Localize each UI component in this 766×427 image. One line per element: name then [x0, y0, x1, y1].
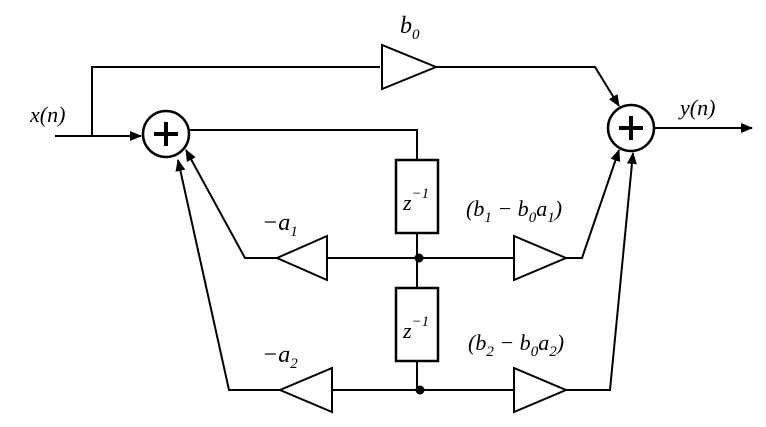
- input-path: [55, 66, 380, 141]
- tap-row-2: [175, 152, 637, 414]
- delay-line-input: [189, 129, 418, 160]
- b0-gain-triangle: [381, 43, 439, 91]
- input-label: x(n): [29, 102, 65, 127]
- delay-label-1: z−1: [402, 186, 429, 215]
- left-adder: [141, 109, 191, 159]
- delay-label-2: z−1: [402, 314, 429, 343]
- b0-label: b0: [400, 13, 420, 43]
- neg-a1-gain-triangle: [274, 234, 328, 282]
- right-adder: [606, 103, 656, 153]
- g2-gain-triangle: [513, 366, 569, 414]
- neg-a2-gain-triangle: [277, 366, 333, 414]
- output-label: y(n): [678, 95, 715, 120]
- g2-label: (b2 − b0a2): [468, 330, 564, 360]
- neg-a1-label: −a1: [262, 210, 298, 240]
- tap-row-1: [185, 149, 621, 282]
- g1-label: (b1 − b0a1): [466, 196, 562, 226]
- neg-a2-label: −a2: [262, 342, 298, 372]
- g1-gain-triangle: [513, 234, 569, 282]
- b0-path: [381, 43, 620, 107]
